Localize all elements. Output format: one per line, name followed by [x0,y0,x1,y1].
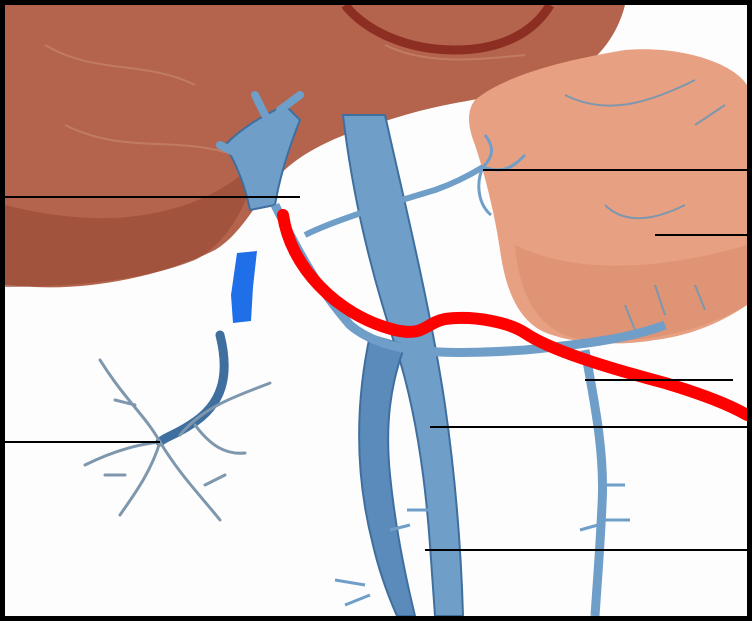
blue-highlight-mark [231,251,257,323]
portal-vein [343,115,463,616]
small-vessel [585,350,603,616]
cystic-vein-branches [85,360,270,520]
cystic-vein [160,335,224,442]
anatomy-svg [5,5,747,616]
